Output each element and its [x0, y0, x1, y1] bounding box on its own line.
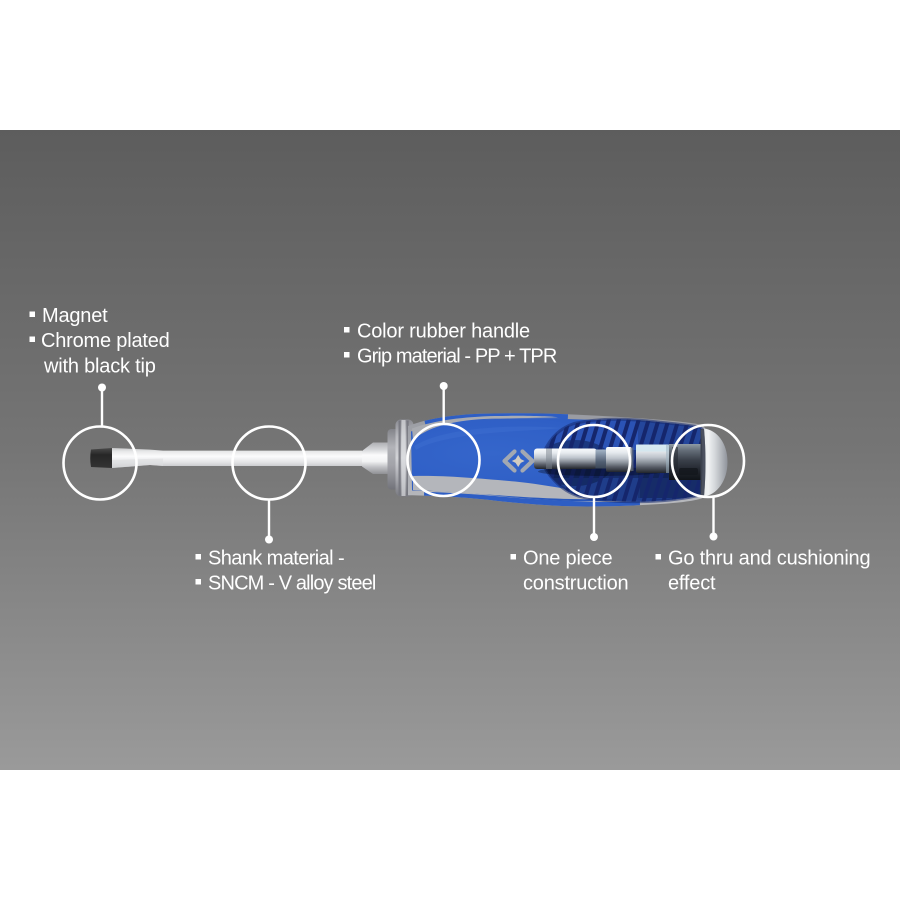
svg-text:effect: effect — [668, 573, 716, 595]
svg-text:Magnet: Magnet — [42, 305, 108, 327]
svg-text:Color rubber handle: Color rubber handle — [357, 321, 530, 343]
svg-text:Go thru and cushioning: Go thru and cushioning — [668, 548, 870, 570]
svg-text:Grip material - PP + TPR: Grip material - PP + TPR — [357, 346, 557, 368]
svg-text:with black tip: with black tip — [43, 356, 156, 378]
svg-text:Chrome plated: Chrome plated — [41, 330, 170, 352]
svg-text:Shank material -: Shank material - — [208, 548, 344, 570]
svg-text:One piece: One piece — [523, 548, 612, 570]
svg-text:construction: construction — [523, 573, 628, 595]
svg-text:SNCM - V alloy steel: SNCM - V alloy steel — [208, 573, 376, 595]
